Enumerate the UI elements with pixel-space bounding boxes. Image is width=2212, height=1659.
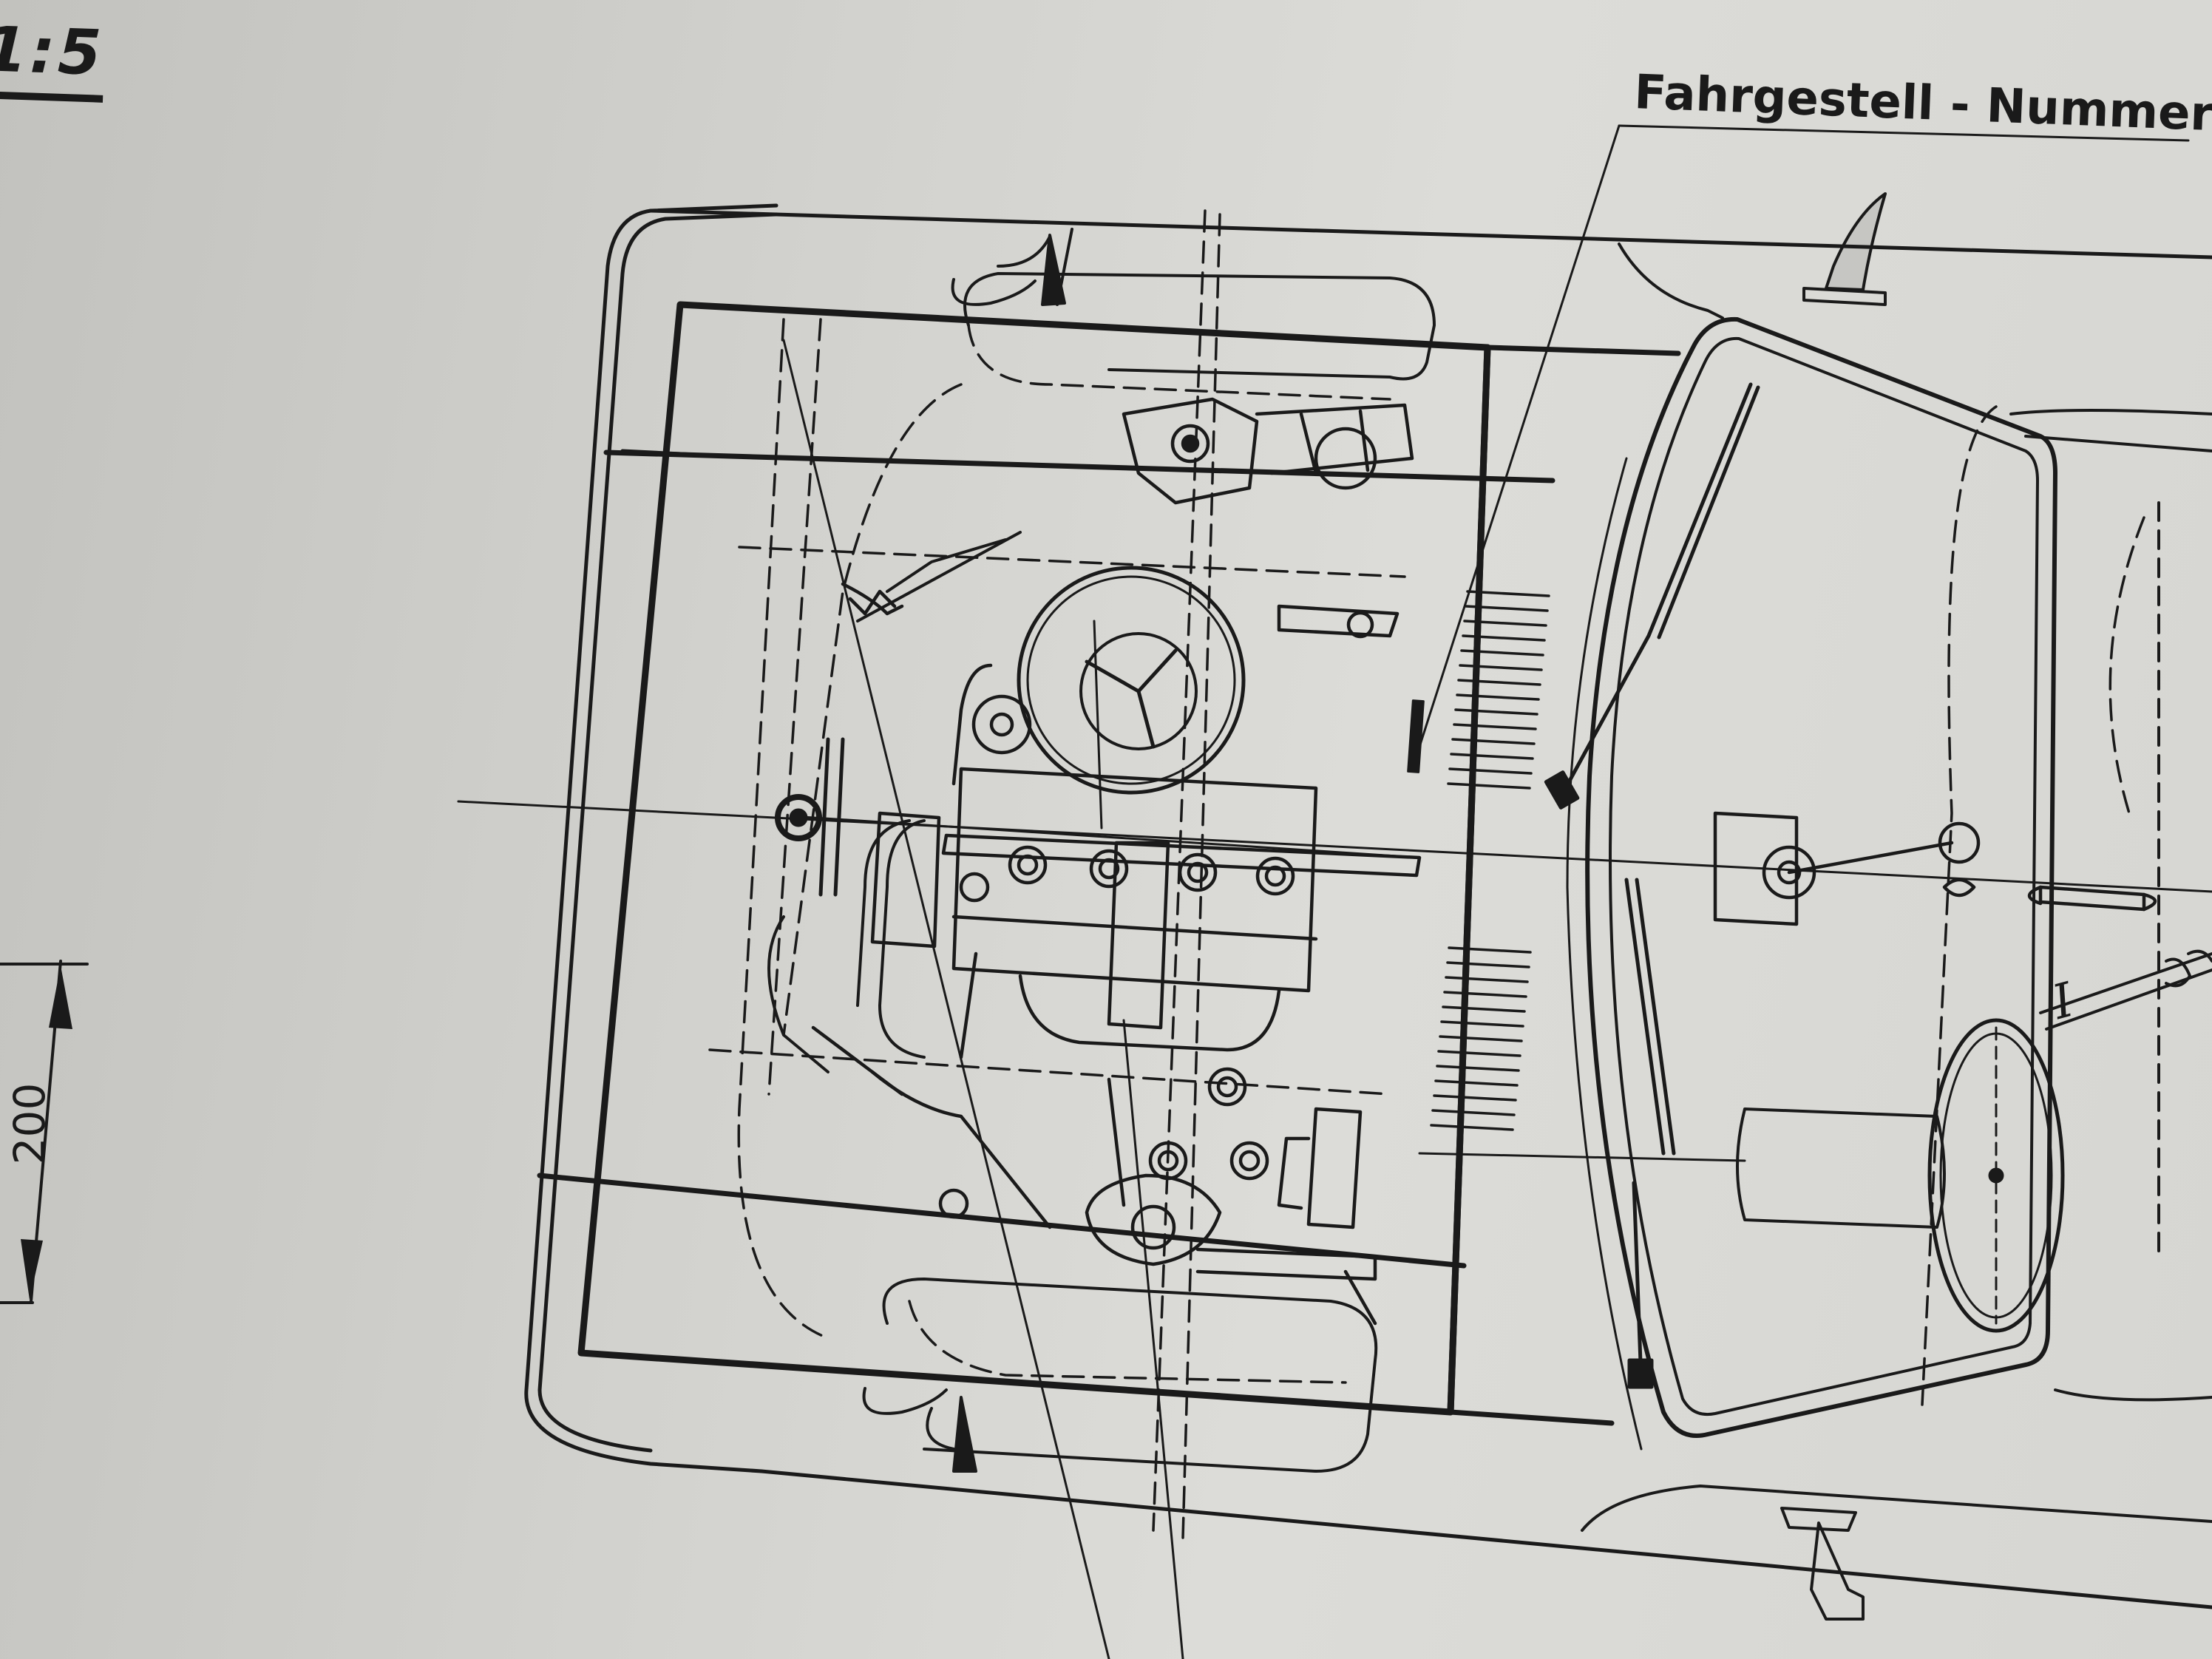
arrow-down-icon xyxy=(21,1239,43,1300)
chassis-number-leader xyxy=(1407,124,2190,773)
engine-block xyxy=(870,663,1422,1059)
windshield-frame xyxy=(1566,316,2057,1451)
upper-linkage xyxy=(841,397,1414,639)
dimension-line xyxy=(0,960,89,1304)
lower-linkage xyxy=(811,1025,1377,1326)
pipes xyxy=(767,531,1022,1073)
air-filter xyxy=(1017,566,1246,830)
steering-wheel xyxy=(1418,1018,2065,1333)
tie-rods xyxy=(782,339,1184,1659)
radiator-grille-bottom xyxy=(1430,946,1532,1131)
radiator-grille-top xyxy=(1447,590,1550,790)
upper-wheel-arch xyxy=(951,228,1436,381)
scale-label: 1:5 xyxy=(0,13,105,103)
wiper-upper xyxy=(1544,382,1760,810)
arrow-up-icon xyxy=(49,966,72,1029)
steering-pivot xyxy=(775,737,845,897)
roof-contours xyxy=(2009,409,2212,1402)
mirror-bottom xyxy=(1581,1485,2212,1621)
lower-wheel-arch xyxy=(862,1278,1378,1473)
mirror-top xyxy=(1618,192,1887,319)
gear-shift xyxy=(1713,811,2157,926)
dimension-label: 200 xyxy=(4,1082,55,1165)
wiper-lower xyxy=(1624,878,1676,1389)
dashed-contours xyxy=(708,209,2145,1539)
vehicle-body-outline xyxy=(524,203,2212,1609)
steering-column xyxy=(2039,949,2212,1031)
